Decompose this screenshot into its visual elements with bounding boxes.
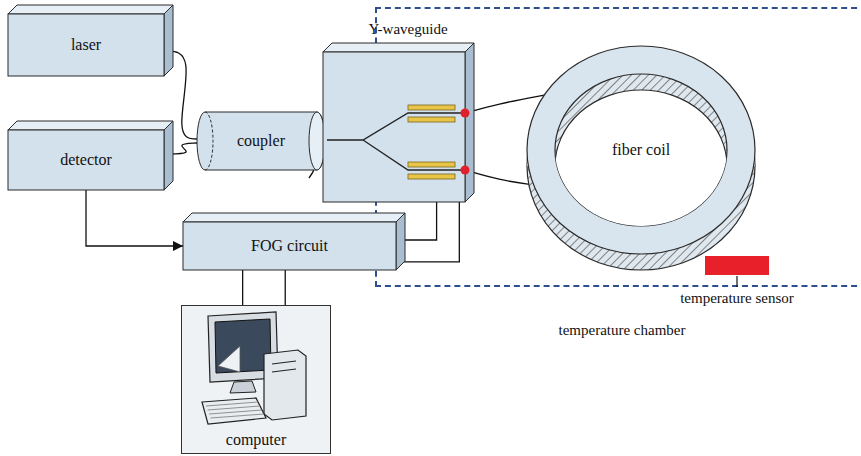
box-top-face — [8, 5, 173, 14]
keyboard-keys — [211, 414, 265, 418]
coil-drawing — [525, 45, 757, 277]
optical-fiber — [465, 170, 534, 185]
electrode — [408, 162, 455, 167]
leader-line — [736, 276, 737, 287]
signal-wire — [242, 270, 243, 305]
node-label: FOG circuit — [183, 236, 396, 255]
temperature-sensor — [705, 256, 769, 275]
pc-tower — [264, 350, 306, 420]
node-label: computer — [182, 430, 330, 449]
box-top-face — [323, 43, 474, 52]
fiber-joint — [461, 166, 470, 175]
box-front-face — [8, 14, 164, 76]
box-side-face — [164, 121, 173, 190]
optical-fiber — [465, 95, 544, 113]
device-box: laser — [8, 14, 164, 76]
electrode — [408, 105, 455, 110]
drive-slot — [272, 361, 296, 364]
device-box: FOG circuit — [183, 222, 396, 270]
node-label: detector — [8, 150, 164, 169]
fiber-coil: fiber coil — [525, 45, 757, 277]
signal-wire — [86, 190, 183, 246]
node-label: temperature chamber — [527, 321, 717, 339]
box-side-face — [396, 213, 405, 270]
cylinder-back-rim — [205, 112, 213, 170]
node-label: fiber coil — [525, 140, 757, 159]
fiber-joint — [461, 109, 470, 118]
box-side-face — [465, 43, 474, 202]
node-label: Y-waveguide — [348, 20, 468, 38]
monitor-stand — [230, 381, 256, 393]
chamber-region: Y-waveguidefiber coiltemperature chamber — [375, 7, 861, 287]
coupler-cylinder: coupler — [197, 112, 325, 170]
keyboard-keys — [206, 402, 258, 406]
monitor-screen — [215, 319, 271, 373]
box-top-face — [183, 213, 405, 222]
box-front-face — [183, 222, 396, 270]
device-box: Y-waveguide — [323, 52, 465, 202]
keyboard-keys — [209, 410, 262, 414]
node-label: coupler — [197, 131, 325, 150]
device-box: detector — [8, 130, 164, 190]
coil-hole — [555, 90, 727, 242]
box-side-face — [164, 5, 173, 76]
box-front-face — [323, 52, 465, 202]
drive-slot — [272, 369, 296, 372]
box-3d-outline — [323, 43, 474, 202]
node-label: laser — [8, 35, 164, 54]
sensor-label: temperature sensor — [652, 289, 822, 307]
computer-box: computer — [181, 305, 331, 454]
box-front-face — [8, 130, 164, 190]
electrode — [408, 174, 455, 179]
box-top-face — [8, 121, 173, 130]
signal-wire — [285, 270, 286, 305]
waveguide-path — [327, 113, 465, 170]
screen-icon — [218, 346, 240, 372]
electrode — [408, 117, 455, 122]
keyboard-keys — [208, 406, 261, 410]
keyboard — [202, 398, 266, 424]
cylinder-body — [197, 112, 325, 170]
